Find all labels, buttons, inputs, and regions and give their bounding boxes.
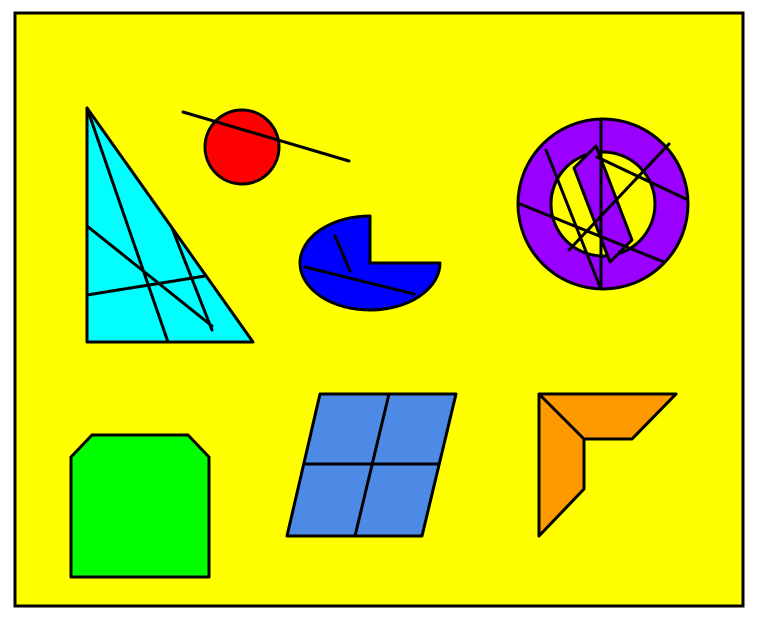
sector-cuts <box>303 234 416 296</box>
no-sign-cut <box>518 202 666 264</box>
triangle-cut <box>170 226 214 332</box>
circle-cut <box>181 110 351 163</box>
blue-sector-shape <box>298 214 442 312</box>
triangle-cut <box>85 274 207 297</box>
no-sign-cuts <box>518 117 688 290</box>
triangle-cut <box>85 224 214 328</box>
parallelogram-cuts <box>303 392 441 538</box>
no-sign-cut <box>595 155 688 201</box>
triangle-cut <box>85 106 170 344</box>
orange-corner-shape <box>537 392 678 538</box>
right-triangle-shape <box>85 106 255 344</box>
sector-cut <box>303 265 416 296</box>
no-sign-bar <box>572 144 634 264</box>
purple-no-sign-shape <box>516 117 690 291</box>
circle-body <box>203 108 281 186</box>
sector-cut <box>333 234 352 273</box>
green-octagon-shape <box>69 433 211 579</box>
no-sign-body <box>516 117 690 291</box>
red-circle-shape <box>181 108 351 186</box>
no-sign-cut <box>567 142 671 252</box>
blue-parallelogram-shape <box>285 392 458 538</box>
corner-cut <box>539 394 586 441</box>
no-sign-cut <box>544 148 602 289</box>
triangle-cuts <box>85 106 214 344</box>
